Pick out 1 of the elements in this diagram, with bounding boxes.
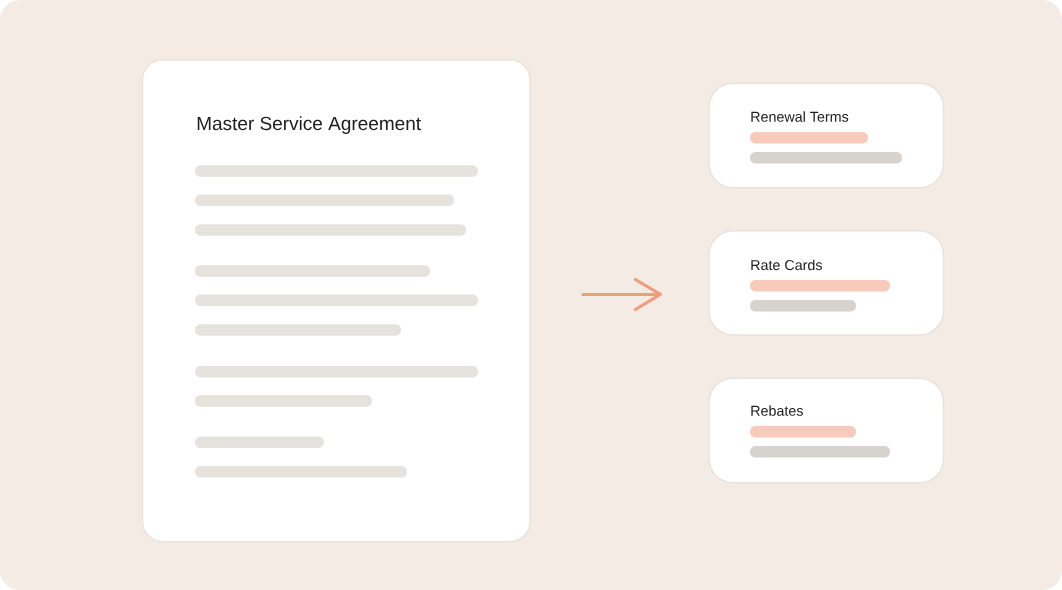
arrow [581,277,662,312]
